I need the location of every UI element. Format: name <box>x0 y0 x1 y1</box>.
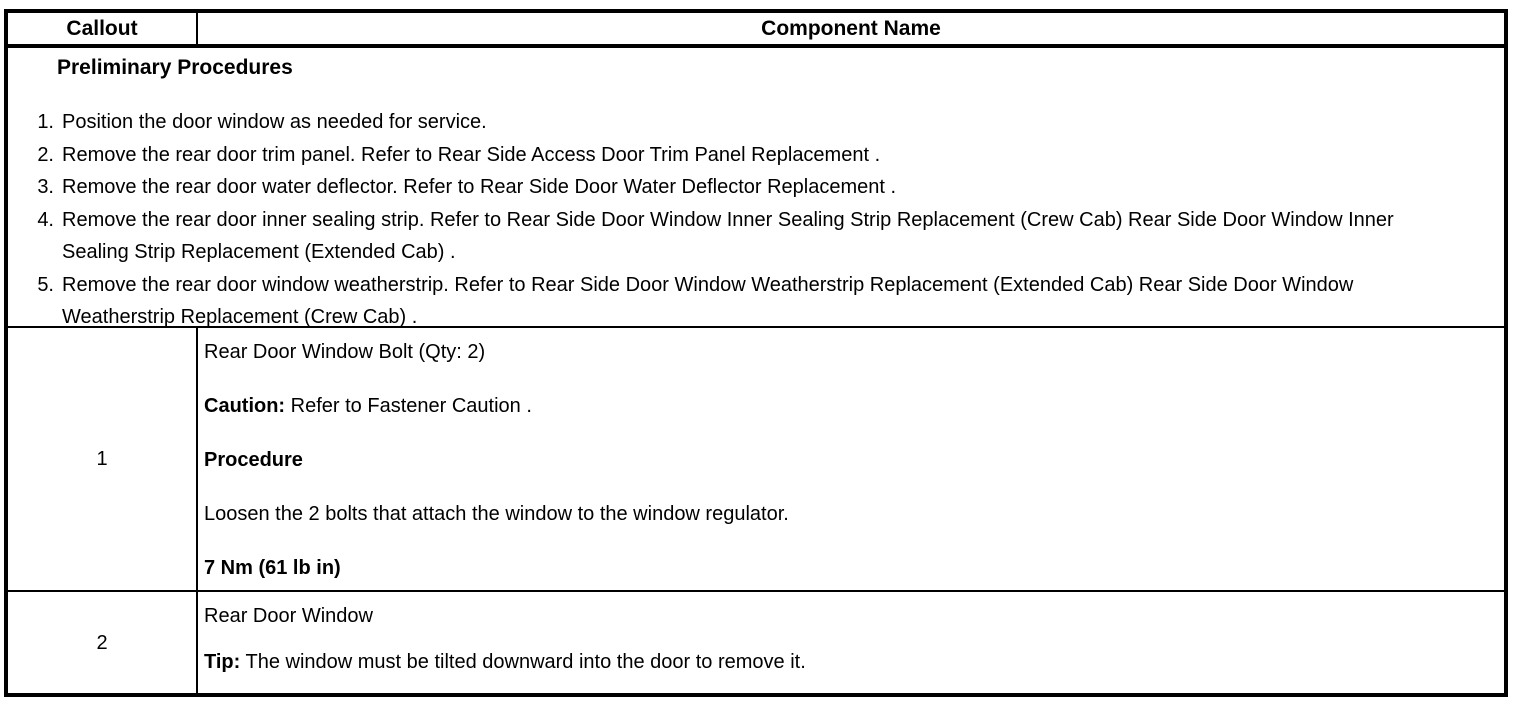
list-item: 4. Remove the rear door inner sealing st… <box>8 204 1416 269</box>
step-number: 5. <box>37 273 54 296</box>
component-name-header-label: Component Name <box>761 16 941 40</box>
procedure-text: Loosen the 2 bolts that attach the windo… <box>204 503 789 525</box>
list-item: 3. Remove the rear door water deflector.… <box>8 171 1416 204</box>
component-name-cell: Rear Door Window Tip: The window must be… <box>198 592 1504 694</box>
list-item: 5. Remove the rear door window weatherst… <box>8 269 1416 334</box>
step-number: 3. <box>37 176 54 198</box>
callout-number: 2 <box>96 631 108 654</box>
table-row: 2 Rear Door Window Tip: The window must … <box>8 592 1504 694</box>
component-name-cell: Rear Door Window Bolt (Qty: 2) Caution: … <box>198 328 1504 590</box>
component-table: Callout Component Name Preliminary Proce… <box>4 9 1508 697</box>
callout-number: 1 <box>96 447 108 470</box>
step-text: Position the door window as needed for s… <box>62 111 487 133</box>
component-name-header-cell: Component Name <box>198 13 1504 44</box>
step-text: Remove the rear door inner sealing strip… <box>62 208 1394 264</box>
callout-cell: 1 <box>8 328 198 590</box>
callout-header-label: Callout <box>66 16 138 40</box>
procedure-heading: Procedure <box>204 449 303 471</box>
preliminary-procedures-title: Preliminary Procedures <box>57 56 293 79</box>
step-number: 4. <box>37 208 54 231</box>
step-text: Remove the rear door window weatherstrip… <box>62 273 1354 329</box>
tip-note: Tip: The window must be tilted downward … <box>204 651 806 673</box>
preliminary-steps-list: 1. Position the door window as needed fo… <box>8 106 1504 334</box>
table-row: 1 Rear Door Window Bolt (Qty: 2) Caution… <box>8 328 1504 592</box>
table-header-row: Callout Component Name <box>8 13 1504 48</box>
caution-note: Caution: Refer to Fastener Caution . <box>204 395 532 417</box>
list-item: 1. Position the door window as needed fo… <box>8 106 1416 139</box>
torque-spec: 7 Nm (61 lb in) <box>204 557 341 579</box>
step-number: 2. <box>37 143 54 166</box>
callout-cell: 2 <box>8 592 198 694</box>
list-item: 2. Remove the rear door trim panel. Refe… <box>8 139 1416 172</box>
step-text: Remove the rear door water deflector. Re… <box>62 176 897 198</box>
step-number: 1. <box>37 111 54 133</box>
callout-header-cell: Callout <box>8 13 198 44</box>
component-title: Rear Door Window Bolt (Qty: 2) <box>204 341 486 363</box>
step-text: Remove the rear door trim panel. Refer t… <box>62 143 881 166</box>
component-title: Rear Door Window <box>204 605 373 627</box>
preliminary-procedures-section: Preliminary Procedures 1. Position the d… <box>8 48 1504 328</box>
